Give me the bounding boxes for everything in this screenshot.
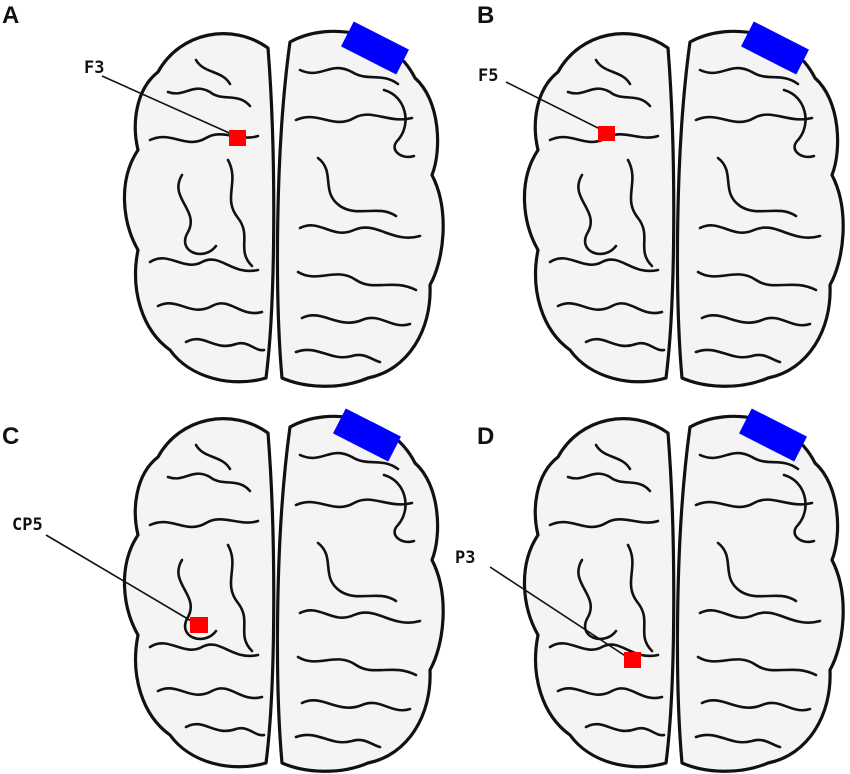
electrode-pointer-line (489, 566, 631, 660)
electrode-label: F3 (84, 58, 104, 78)
target-electrode (624, 652, 641, 668)
brain-diagram-c: CP5 (12, 408, 445, 773)
brain-outline (122, 414, 445, 773)
brain-outline (522, 414, 845, 773)
brain-outline (522, 29, 845, 388)
brain-diagram-b: F5 (478, 21, 845, 388)
electrode-pointer-line (101, 75, 237, 137)
target-electrode (190, 617, 208, 633)
electrode-label: F5 (478, 66, 498, 86)
reference-pad (333, 408, 401, 462)
panel-b: F5 B (400, 0, 845, 388)
panel-letter: D (477, 423, 495, 450)
electrode-label: P3 (455, 548, 475, 568)
brain-diagram-a: F3 (84, 21, 445, 388)
reference-pad (341, 21, 409, 75)
panel-letter: C (2, 423, 20, 450)
panel-a: F3 A (0, 0, 445, 388)
panel-c: CP5 C (0, 385, 445, 773)
target-electrode (598, 126, 615, 141)
reference-pad (739, 408, 807, 462)
panel-letter: A (2, 2, 20, 29)
panel-d: P3 D (400, 385, 845, 773)
target-electrode (229, 130, 246, 146)
electrode-pointer-line (505, 81, 607, 133)
electrode-label: CP5 (12, 515, 43, 535)
panel-letter: B (477, 2, 495, 29)
reference-pad (741, 21, 809, 75)
electrode-pointer-line (45, 534, 199, 626)
brain-outline (122, 29, 445, 388)
brain-diagram-d: P3 (455, 408, 845, 773)
